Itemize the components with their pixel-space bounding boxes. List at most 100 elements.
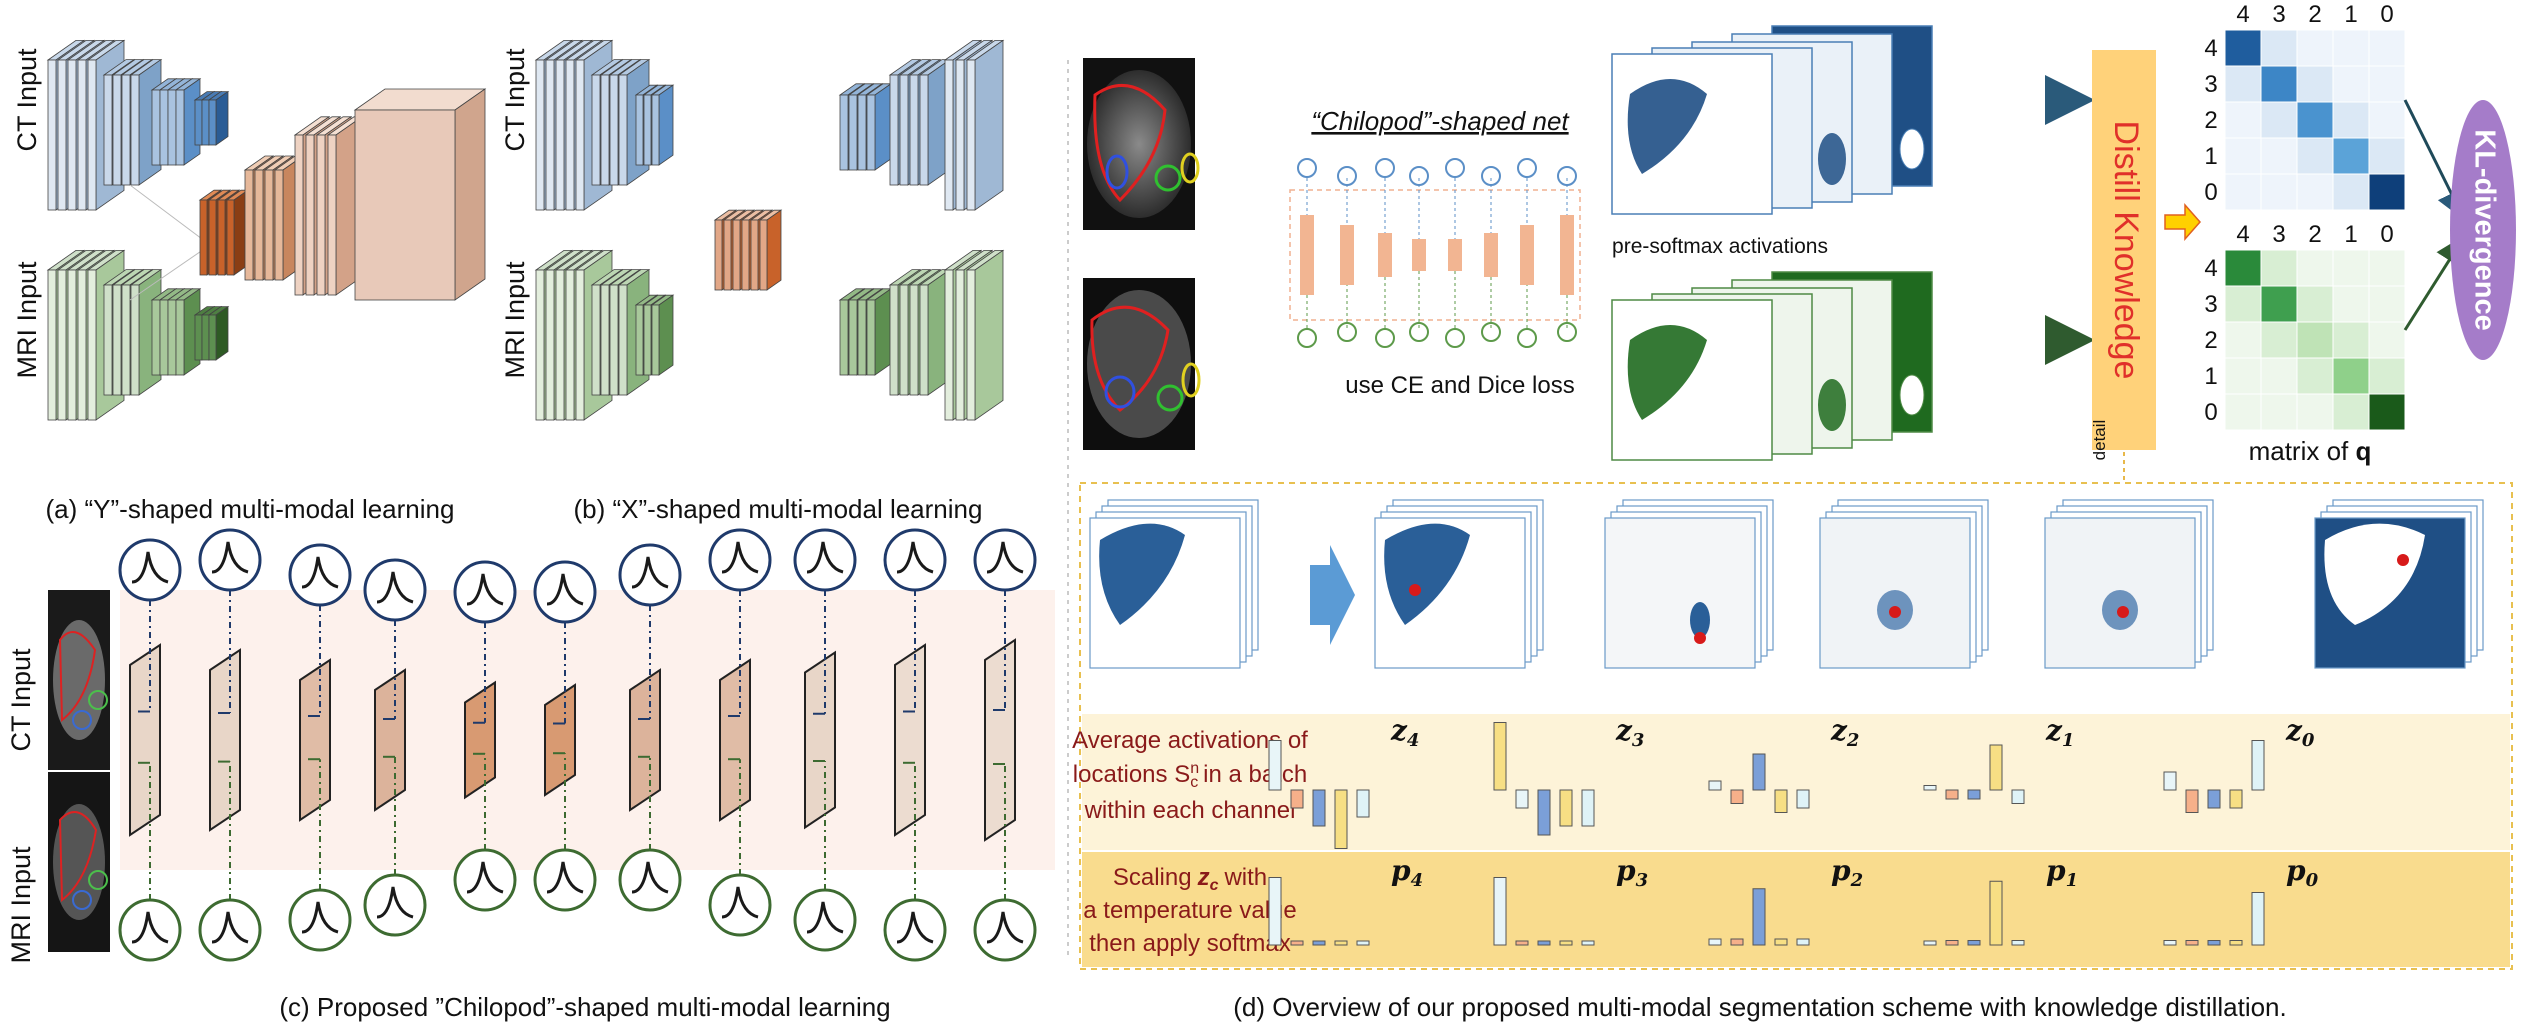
z-bar-1-4	[1581, 789, 1595, 827]
p-bar-1-3	[1559, 940, 1573, 946]
mri-matrix-cell-4-0	[2224, 393, 2262, 431]
mini-mri-norm-icon-4	[1445, 328, 1465, 348]
ct-matrix-row-label-2: 2	[2204, 107, 2217, 134]
avg-line-3: within each channel	[1084, 797, 1296, 824]
z-bar-2-0	[1708, 780, 1722, 791]
chilopod-layer-4	[464, 622, 496, 850]
mri-matrix-cell-1-3	[2332, 285, 2370, 323]
mri-matrix-cell-2-2	[2296, 321, 2334, 359]
p-bar-1-4	[1581, 940, 1595, 946]
panel-c-caption: (c) Proposed ”Chilopod”-shaped multi-mod…	[279, 992, 890, 1022]
z-bar-0-4	[1356, 789, 1370, 818]
chilopod-layer-9	[894, 590, 926, 900]
mri-normalization-icon-0	[118, 898, 182, 962]
chilopod-layer-7	[719, 590, 751, 875]
mini-ct-norm-icon-3	[1409, 166, 1429, 186]
z-bar-0-3	[1334, 789, 1348, 849]
z-label-0: z4	[1390, 714, 1419, 751]
p-bar-3-4	[2011, 940, 2025, 946]
ct-matrix-col-label-1: 3	[2272, 1, 2285, 28]
chilopod-net-title: “Chilopod”-shaped net	[1311, 106, 1570, 136]
ct-matrix-cell-4-4	[2368, 173, 2406, 211]
mri-matrix-cell-4-2	[2296, 393, 2334, 431]
mri-normalization-icon-3	[363, 873, 427, 937]
ct-matrix-cell-0-3	[2332, 29, 2370, 67]
p-bar-4-2	[2207, 940, 2221, 946]
panel-d-caption: (d) Overview of our proposed multi-modal…	[1233, 992, 2287, 1022]
ct-matrix-cell-3-3	[2332, 137, 2370, 175]
chilopod-mini-net	[1289, 158, 1581, 348]
ct-matrix-cell-1-2	[2296, 65, 2334, 103]
ct-matrix-cell-2-1	[2260, 101, 2298, 139]
avg-activations-band	[1082, 714, 2510, 850]
mri-matrix-cell-0-2	[2296, 249, 2334, 287]
ct-normalization-icon-9	[883, 528, 947, 592]
z-label-1: z3	[1615, 714, 1644, 751]
z-bar-3-1	[1945, 789, 1959, 800]
mini-mri-norm-icon-0	[1297, 328, 1317, 348]
ct-matrix-col-label-4: 0	[2380, 1, 2393, 28]
p-bar-0-3	[1334, 940, 1348, 946]
mini-net-block-4	[1448, 239, 1462, 271]
p-bar-4-3	[2229, 940, 2243, 946]
ct-matrix-cell-0-0	[2224, 29, 2262, 67]
chilopod-layer-8	[804, 590, 836, 890]
ct-normalization-icon-5	[533, 560, 597, 624]
z-bar-3-0	[1923, 785, 1937, 791]
location-marker-4	[2117, 606, 2129, 618]
mri-matrix-cell-2-0	[2224, 321, 2262, 359]
p-bar-3-2	[1967, 940, 1981, 946]
mri-matrix-cell-2-1	[2260, 321, 2298, 359]
z-bar-3-3	[1989, 744, 2003, 791]
mri-matrix-row-label-0: 4	[2204, 255, 2217, 282]
location-marker-1	[1409, 584, 1421, 596]
mri-matrix-cell-4-1	[2260, 393, 2298, 431]
z-bar-2-3	[1774, 789, 1788, 813]
ct-matrix-cell-1-0	[2224, 65, 2262, 103]
mri-normalization-icon-2	[288, 888, 352, 952]
ct-matrix-cell-0-2	[2296, 29, 2334, 67]
mini-net-block-3	[1412, 239, 1426, 271]
mri-matrix-cell-3-3	[2332, 357, 2370, 395]
a-ct-enc4-2	[207, 90, 230, 146]
a-fused-1-3	[225, 189, 250, 276]
panel-b-mri-label: MRI Input	[500, 261, 530, 379]
a-mri-enc4-2	[207, 305, 230, 361]
mri-matrix-col-label-0: 4	[2236, 221, 2249, 248]
mini-ct-norm-icon-5	[1481, 166, 1501, 186]
p-bar-0-1	[1290, 940, 1304, 946]
distill-knowledge-label: Distill Knowledge	[2107, 121, 2145, 380]
ct-matrix-cell-1-4	[2368, 65, 2406, 103]
panel-a-ct-label: CT Input	[12, 48, 42, 152]
mri-normalization-icon-4	[453, 848, 517, 912]
p-label-0: p4	[1391, 854, 1423, 891]
z-bar-2-4	[1796, 789, 1810, 809]
b-fused-5	[758, 209, 783, 291]
mri-normalization-icon-8	[793, 888, 857, 952]
mri-matrix-cell-3-0	[2224, 357, 2262, 395]
distill-knowledge-box	[2092, 50, 2156, 450]
p-label-2: p2	[1831, 854, 1863, 891]
z-bar-1-1	[1515, 789, 1529, 809]
z-bar-0-1	[1290, 789, 1304, 809]
mri-matrix-cell-3-4	[2368, 357, 2406, 395]
activations-label: pre-softmax activations	[1612, 235, 1828, 258]
panel-b-x-shaped	[534, 39, 1005, 421]
panel-b-caption: (b) “X”-shaped multi-modal learning	[574, 494, 983, 524]
p-bar-4-1	[2185, 940, 2199, 946]
ct-matrix-cell-4-2	[2296, 173, 2334, 211]
ct-matrix-cell-2-2	[2296, 101, 2334, 139]
mini-ct-norm-icon-1	[1337, 166, 1357, 186]
ct-matrix-cell-2-3	[2332, 101, 2370, 139]
mri-normalization-icon-10	[973, 898, 1037, 962]
loss-label: use CE and Dice loss	[1345, 372, 1574, 399]
ct-matrix-row-label-4: 0	[2204, 179, 2217, 206]
activation-stacks	[1611, 25, 1933, 461]
ct-normalization-icon-3	[363, 558, 427, 622]
ct-normalization-icon-4	[453, 560, 517, 624]
p-label-3: p1	[2046, 854, 2078, 891]
mini-mri-norm-icon-5	[1481, 322, 1501, 342]
panel-c-chilopod	[118, 528, 1055, 962]
